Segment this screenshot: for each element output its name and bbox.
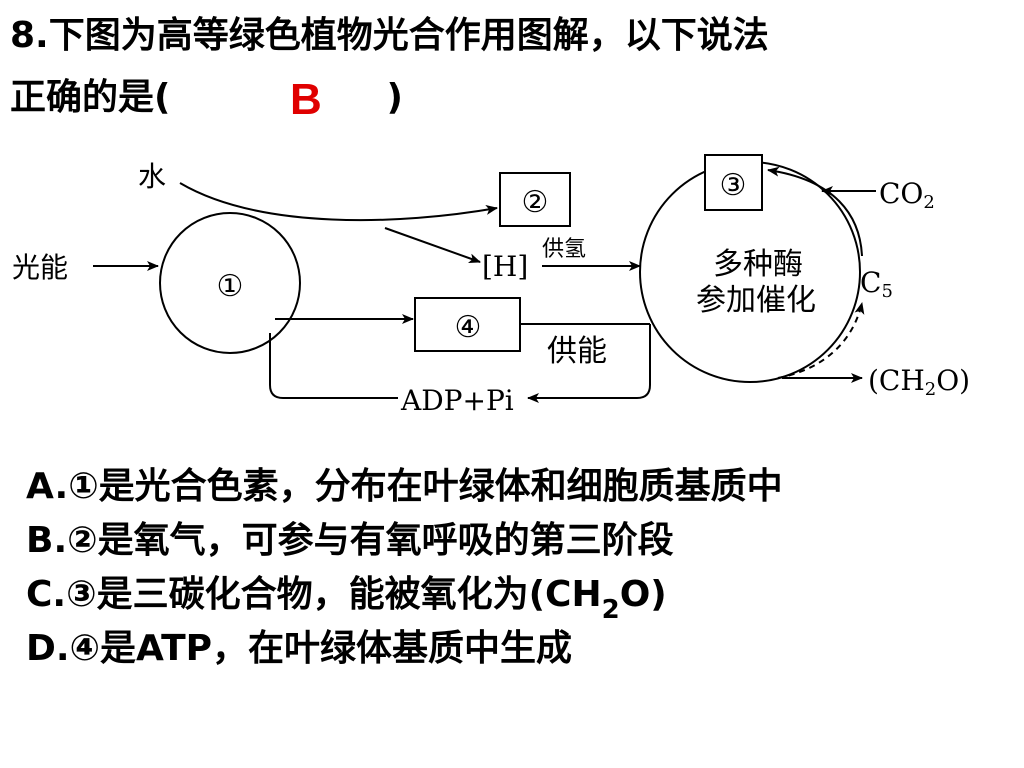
circle-1-label: ①: [217, 269, 244, 304]
option-c-subscript: 2: [601, 595, 620, 625]
option-c: C.③是三碳化合物，能被氧化为(CH2O): [26, 574, 667, 625]
carbohydrate-to-c5-dashed-arrow: [777, 302, 865, 379]
box-3: [704, 154, 763, 211]
c5-to-3-arrow: [767, 166, 863, 257]
pigment-circle: [159, 212, 301, 354]
adp-return-loop-left: [269, 333, 398, 399]
answer-mark: B: [290, 75, 322, 124]
enzyme-label-line-1: 多种酶: [713, 247, 803, 282]
question-line-1: 8.下图为高等绿色植物光合作用图解，以下说法: [10, 15, 769, 56]
light-energy-label: 光能: [12, 251, 68, 284]
adp-label: ADP+Pi: [400, 384, 514, 417]
gongqing-label: 供氢: [542, 237, 586, 262]
enzyme-label-line-2: 参加催化: [696, 283, 816, 318]
water-label: 水: [138, 160, 166, 193]
option-a: A.①是光合色素，分布在叶绿体和细胞质基质中: [26, 466, 783, 507]
question-line-2: 正确的是( ): [10, 77, 403, 118]
option-b: B.②是氧气，可参与有氧呼吸的第三阶段: [26, 520, 674, 561]
co2-label: CO2: [879, 177, 935, 213]
carbohydrate-label: (CH2O): [868, 364, 970, 400]
adp-return-loop-right: [527, 324, 651, 403]
gongneng-label: 供能: [547, 334, 607, 369]
box-2: [499, 172, 571, 227]
option-c-text: C.③是三碳化合物，能被氧化为(CH: [26, 574, 602, 615]
box-4-label: ④: [455, 310, 482, 345]
water-to-oxygen-arrow: [179, 182, 498, 222]
option-c-tail: O): [619, 574, 667, 615]
box-3-label: ③: [720, 168, 747, 203]
h-label: [H]: [482, 250, 528, 283]
c5-label: C5: [860, 266, 893, 302]
water-to-h-arrow: [384, 227, 481, 264]
box-2-label: ②: [522, 185, 549, 220]
option-d: D.④是ATP，在叶绿体基质中生成: [26, 628, 573, 669]
